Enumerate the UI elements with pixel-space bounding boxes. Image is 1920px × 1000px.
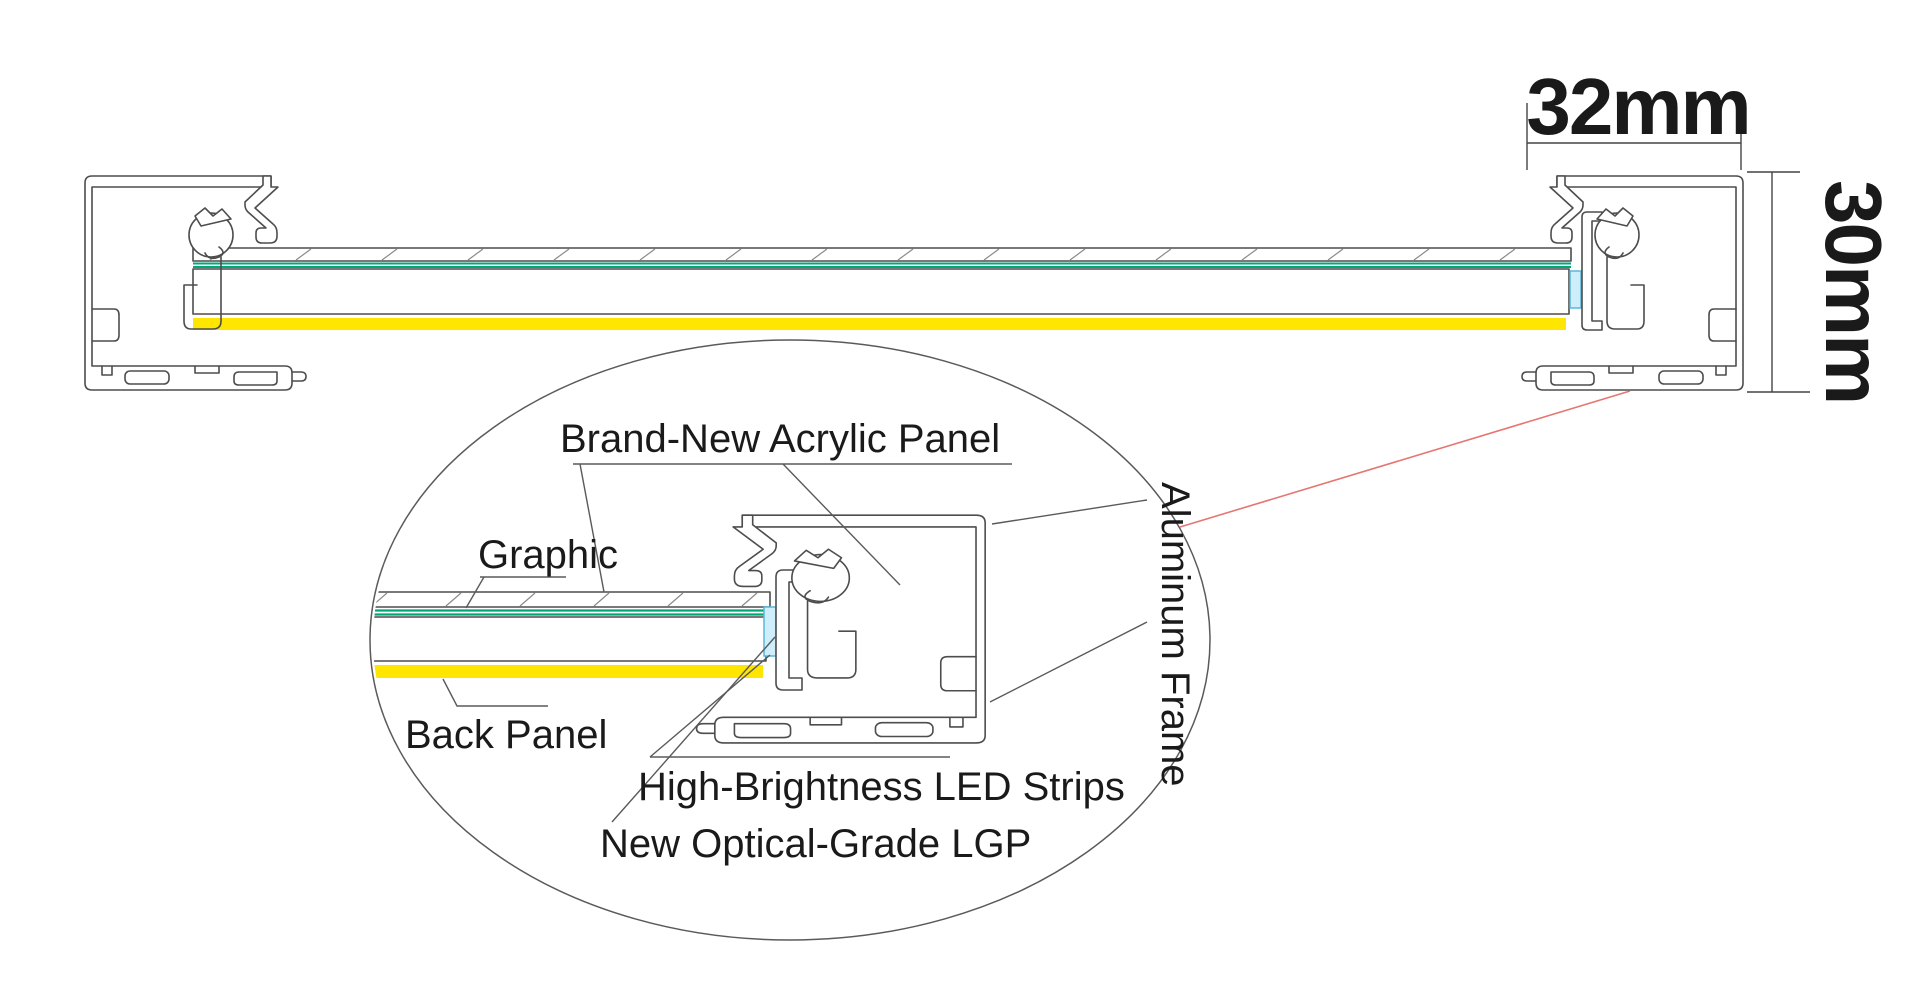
lgp-panel-main (192, 268, 1570, 315)
hatch-tick (553, 248, 570, 261)
hatch-tick (1241, 248, 1258, 261)
label-back-panel: Back Panel (405, 713, 607, 757)
hatch-tick (519, 592, 536, 607)
led-bracket-detail (775, 569, 803, 691)
acrylic-hatch-ticks-detail (373, 592, 758, 607)
panel-layers-detail (373, 591, 771, 678)
led-bracket-main (1581, 211, 1603, 331)
label-lgp: New Optical-Grade LGP (600, 822, 1031, 866)
leader-acrylic-2 (782, 463, 901, 586)
acrylic-hatch-ticks-main (209, 248, 1516, 261)
led-strip-assembly-detail (763, 569, 803, 691)
hatch-tick (639, 248, 656, 261)
hatch-tick (381, 248, 398, 261)
dim-32mm-label: 32mm (1526, 62, 1749, 151)
leader-lines (442, 463, 1148, 823)
back-panel-strip-detail (373, 665, 763, 678)
back-panel-strip-main (193, 318, 1566, 330)
acrylic-panel-detail (373, 591, 771, 608)
led-strip-main (1569, 270, 1582, 309)
hatch-tick (667, 592, 684, 607)
hatch-tick (725, 248, 742, 261)
hatch-tick (811, 248, 828, 261)
dim-30mm-label: 30mm (1809, 180, 1898, 403)
callout-line (1179, 390, 1631, 528)
led-strip-detail (763, 606, 777, 657)
hatch-tick (1413, 248, 1430, 261)
leader-graphic (465, 576, 485, 609)
hatch-tick (741, 592, 758, 607)
leader-back-panel (442, 678, 548, 707)
leader-frame-bottom (989, 621, 1148, 703)
hatch-tick (1155, 248, 1172, 261)
label-acrylic-panel: Brand-New Acrylic Panel (560, 417, 1000, 461)
hatch-tick (445, 592, 462, 607)
hatch-tick (1327, 248, 1344, 261)
panel-layers-main (192, 247, 1572, 330)
dimension-30mm: 30mm (1747, 171, 1898, 403)
callout-labels: Brand-New Acrylic Panel Graphic Back Pan… (405, 417, 1197, 866)
label-aluminum-frame: Aluminum Frame (1153, 482, 1197, 787)
leader-led (649, 654, 771, 758)
main-cross-section: 32mm 30mm (84, 62, 1898, 403)
hatch-tick (593, 592, 610, 607)
lgp-panel-detail (373, 616, 767, 662)
hatch-tick (983, 248, 1000, 261)
leader-acrylic-1 (579, 463, 605, 593)
hatch-tick (1499, 248, 1516, 261)
label-led-strips: High-Brightness LED Strips (638, 765, 1125, 809)
led-strip-assembly-main (1569, 211, 1603, 331)
detail-callout: Brand-New Acrylic Panel Graphic Back Pan… (369, 339, 1211, 941)
leader-frame-top (991, 499, 1148, 525)
hatch-tick (1069, 248, 1086, 261)
label-graphic: Graphic (478, 533, 618, 577)
hatch-tick (295, 248, 312, 261)
dimension-32mm: 32mm (1526, 62, 1752, 170)
acrylic-panel-main (192, 247, 1572, 262)
hatch-tick (467, 248, 484, 261)
leader-lgp (611, 636, 776, 823)
hatch-tick (897, 248, 914, 261)
detail-ellipse (369, 339, 1211, 941)
